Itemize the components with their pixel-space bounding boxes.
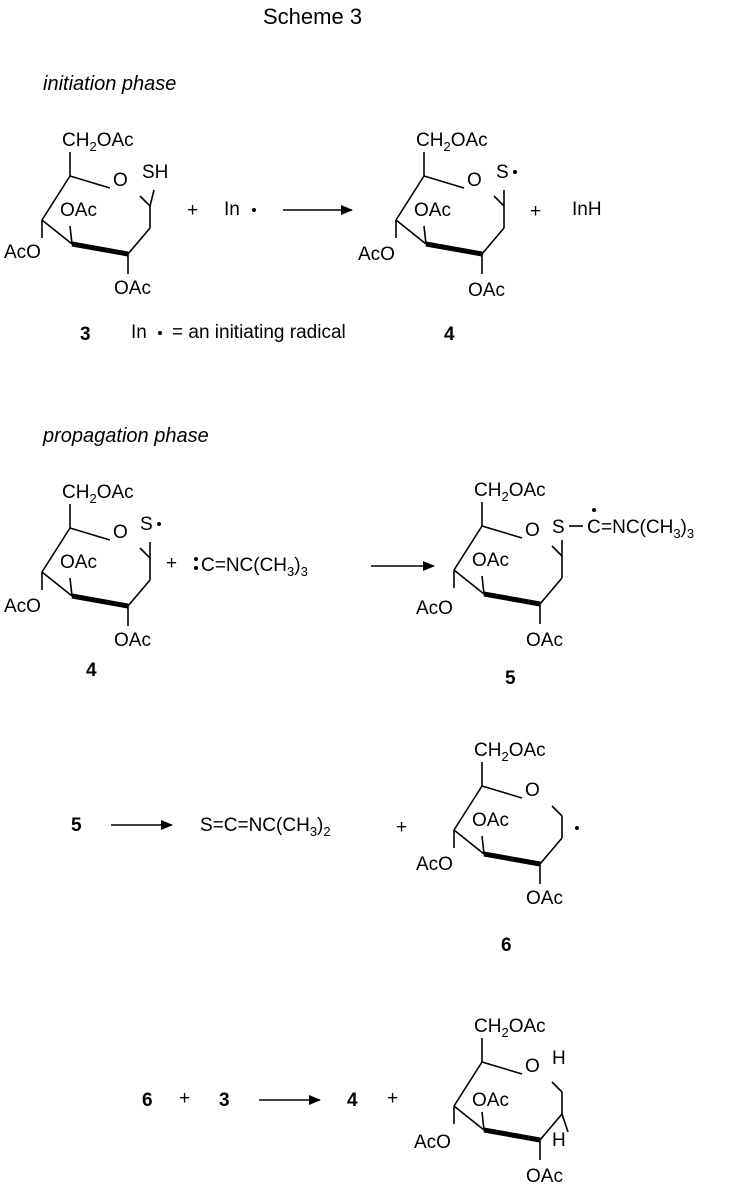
compound-label-4: 4	[347, 1090, 358, 1111]
svg-text:AcO: AcO	[4, 596, 41, 617]
compound-3-structure: CH2OAc O SH OAc AcO OAc	[4, 130, 168, 299]
compound-5-structure: CH2OAc O S C =NC(CH3)3 OAc AcO OAc	[416, 480, 694, 651]
compound-label-4: 4	[444, 324, 455, 345]
svg-text:SH: SH	[142, 162, 168, 183]
initiation-phase-label: initiation phase	[43, 73, 176, 95]
plus-sign: +	[387, 1088, 398, 1109]
svg-text:S: S	[140, 514, 153, 535]
svg-text:OAc: OAc	[472, 810, 509, 831]
svg-text:=NC(CH3)3: =NC(CH3)3	[601, 517, 694, 541]
svg-text:OAc: OAc	[526, 1166, 563, 1187]
svg-text:O: O	[525, 1056, 540, 1077]
svg-text:OAc: OAc	[472, 550, 509, 571]
svg-text:CH2OAc: CH2OAc	[62, 482, 134, 506]
radical-dot	[252, 208, 256, 212]
initiator-radical: In	[131, 322, 147, 343]
svg-text:H: H	[552, 1130, 566, 1151]
svg-text:S: S	[552, 517, 565, 538]
scheme-title: Scheme 3	[263, 4, 362, 29]
isothiocyanate-product: S=C=NC(CH3)2	[200, 815, 331, 839]
svg-text:OAc: OAc	[414, 200, 451, 221]
radical-dot	[158, 331, 162, 335]
svg-text:AcO: AcO	[4, 242, 41, 263]
compound-label-3: 3	[80, 324, 91, 345]
svg-text:C: C	[587, 517, 601, 538]
svg-text:O: O	[113, 170, 128, 191]
plus-sign: +	[396, 817, 407, 838]
svg-text:AcO: AcO	[358, 244, 395, 265]
compound-6-structure: CH2OAc O OAc AcO OAc	[416, 740, 579, 909]
inh-product: InH	[572, 199, 602, 220]
compound-label-6: 6	[142, 1090, 153, 1111]
compound-label-5: 5	[71, 815, 82, 836]
propagation-phase-label: propagation phase	[42, 425, 209, 447]
svg-text:AcO: AcO	[414, 1132, 451, 1153]
svg-text:OAc: OAc	[60, 200, 97, 221]
svg-text:O: O	[525, 780, 540, 801]
svg-text:CH2OAc: CH2OAc	[62, 130, 134, 154]
svg-text:CH2OAc: CH2OAc	[474, 1016, 546, 1040]
compound-4-structure: CH2OAc O S OAc AcO OAc	[358, 130, 517, 301]
plus-sign: +	[187, 200, 198, 221]
compound-4-structure: CH2OAc O S OAc AcO OAc	[4, 482, 161, 651]
svg-text:OAc: OAc	[468, 280, 505, 301]
plus-sign: +	[179, 1088, 190, 1109]
svg-text:O: O	[113, 522, 128, 543]
lone-pair-dot	[194, 566, 198, 570]
compound-label-6: 6	[501, 935, 512, 956]
svg-text:H: H	[552, 1048, 566, 1069]
svg-text:OAc: OAc	[60, 552, 97, 573]
compound-label-5: 5	[505, 668, 516, 689]
final-product-structure: CH2OAc O H OAc AcO H OAc	[414, 1016, 569, 1187]
svg-text:CH2OAc: CH2OAc	[416, 130, 488, 154]
plus-sign: +	[530, 201, 541, 222]
svg-text:OAc: OAc	[526, 630, 563, 651]
lone-pair-dot	[194, 557, 198, 561]
svg-text:CH2OAc: CH2OAc	[474, 740, 546, 764]
svg-text:OAc: OAc	[526, 888, 563, 909]
svg-text:O: O	[525, 520, 540, 541]
compound-label-3: 3	[219, 1090, 230, 1111]
svg-text:CH2OAc: CH2OAc	[474, 480, 546, 504]
plus-sign: +	[166, 553, 177, 574]
svg-text:S: S	[496, 162, 509, 183]
svg-text:OAc: OAc	[114, 630, 151, 651]
svg-text:O: O	[467, 170, 482, 191]
svg-text:AcO: AcO	[416, 854, 453, 875]
compound-label-4: 4	[86, 660, 97, 681]
svg-text:OAc: OAc	[472, 1090, 509, 1111]
initiator-note: = an initiating radical	[172, 322, 346, 343]
svg-text:OAc: OAc	[114, 278, 151, 299]
svg-text:AcO: AcO	[416, 598, 453, 619]
isonitrile-reagent: C=NC(CH3)3	[201, 555, 308, 579]
initiator-radical: In	[224, 199, 240, 220]
